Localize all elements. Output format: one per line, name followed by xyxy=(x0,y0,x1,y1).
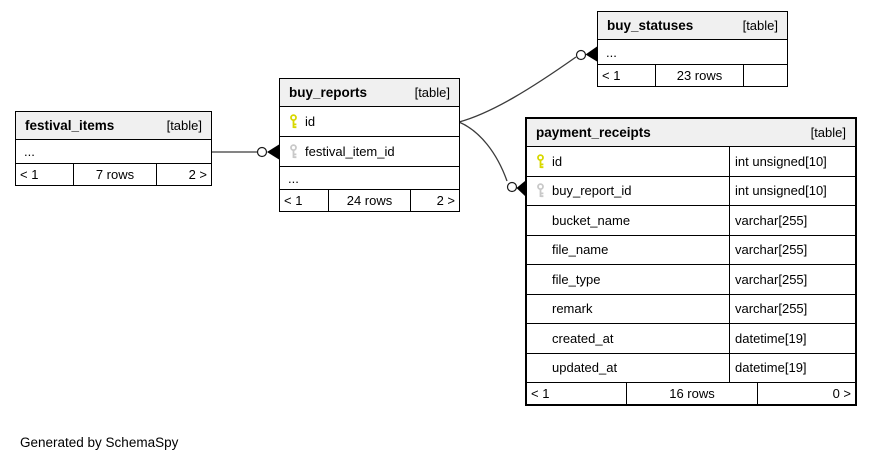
pager-next[interactable]: 2 > xyxy=(410,190,459,211)
pager-row-count: 7 rows xyxy=(95,167,135,182)
zero-cardinality-circle xyxy=(506,181,518,193)
pager-prev[interactable]: < 1 xyxy=(16,164,74,185)
ellipsis-label: ... xyxy=(606,44,617,60)
ellipsis-label: ... xyxy=(288,170,299,186)
column-type: datetime[19] xyxy=(729,353,855,382)
table-header[interactable]: festival_items [table] xyxy=(16,112,211,140)
column-name[interactable]: file_type xyxy=(552,271,601,287)
table-name[interactable]: payment_receipts xyxy=(536,125,651,140)
table-buy-reports[interactable]: buy_reports [table] id festival_item_id … xyxy=(279,78,460,212)
column-row-id[interactable]: id xyxy=(280,107,459,137)
column-name[interactable]: updated_at xyxy=(552,360,618,376)
table-header[interactable]: buy_reports [table] xyxy=(280,79,459,107)
pager-prev[interactable]: < 1 xyxy=(527,383,627,404)
pager-next[interactable]: 2 > xyxy=(156,164,211,185)
column-name[interactable]: id xyxy=(305,114,316,129)
table-pager: < 1 23 rows xyxy=(598,65,787,86)
table-festival-items[interactable]: festival_items [table] ... < 1 7 rows 2 … xyxy=(15,111,212,186)
table-name[interactable]: festival_items xyxy=(25,118,115,133)
column-type: datetime[19] xyxy=(729,324,855,353)
crow-foot-arrow xyxy=(516,181,525,196)
zero-cardinality-circle xyxy=(575,49,587,61)
table-payment-receipts[interactable]: payment_receipts [table] id int unsigned… xyxy=(525,117,857,406)
crow-foot-arrow xyxy=(267,144,279,160)
column-type: int unsigned[10] xyxy=(729,147,855,176)
column-type: int unsigned[10] xyxy=(729,176,855,205)
table-tag: [table] xyxy=(742,18,778,33)
table-tag: [table] xyxy=(414,85,450,100)
foreign-key-icon xyxy=(288,144,298,159)
zero-cardinality-circle xyxy=(256,146,268,158)
pager-prev[interactable]: < 1 xyxy=(280,190,329,211)
columns-ellipsis-row: ... xyxy=(16,140,211,164)
column-row-updated-at[interactable]: updated_at datetime[19] xyxy=(527,353,855,383)
pager-row-count: 24 rows xyxy=(346,193,393,208)
columns-ellipsis-row: ... xyxy=(280,167,459,190)
column-row-festival-item-id[interactable]: festival_item_id xyxy=(280,137,459,167)
column-row-id[interactable]: id int unsigned[10] xyxy=(527,147,855,177)
table-header[interactable]: buy_statuses [table] xyxy=(598,12,787,40)
relation-buy-reports-to-payment-receipts xyxy=(458,121,525,196)
table-pager: < 1 7 rows 2 > xyxy=(16,164,211,185)
table-name[interactable]: buy_statuses xyxy=(607,18,694,33)
column-type: varchar[255] xyxy=(729,265,855,294)
primary-key-icon xyxy=(535,153,545,169)
column-name[interactable]: created_at xyxy=(552,330,614,346)
table-header[interactable]: payment_receipts [table] xyxy=(527,119,855,147)
table-tag: [table] xyxy=(166,118,202,133)
ellipsis-label: ... xyxy=(24,144,35,159)
column-name[interactable]: festival_item_id xyxy=(305,144,395,159)
column-name[interactable]: bucket_name xyxy=(552,212,631,228)
table-pager: < 1 24 rows 2 > xyxy=(280,190,459,211)
table-pager: < 1 16 rows 0 > xyxy=(527,383,855,404)
column-row-created-at[interactable]: created_at datetime[19] xyxy=(527,324,855,354)
pager-next xyxy=(743,65,787,86)
column-row-file-type[interactable]: file_type varchar[255] xyxy=(527,265,855,295)
column-name[interactable]: remark xyxy=(552,301,593,317)
table-name[interactable]: buy_reports xyxy=(289,85,368,100)
crow-foot-arrow xyxy=(585,46,597,62)
column-type: varchar[255] xyxy=(729,206,855,235)
column-row-bucket-name[interactable]: bucket_name varchar[255] xyxy=(527,206,855,236)
relation-festival-items-to-buy-reports xyxy=(212,144,279,160)
primary-key-icon xyxy=(288,114,298,129)
column-name[interactable]: file_name xyxy=(552,242,609,258)
relation-buy-reports-to-buy-statuses xyxy=(458,46,597,123)
column-name[interactable]: id xyxy=(552,153,563,169)
foreign-key-icon xyxy=(535,183,545,198)
column-row-remark[interactable]: remark varchar[255] xyxy=(527,294,855,324)
pager-prev[interactable]: < 1 xyxy=(598,65,656,86)
column-row-file-name[interactable]: file_name varchar[255] xyxy=(527,235,855,265)
column-type: varchar[255] xyxy=(729,235,855,264)
pager-next[interactable]: 0 > xyxy=(757,383,855,404)
table-buy-statuses[interactable]: buy_statuses [table] ... < 1 23 rows xyxy=(597,11,788,87)
column-name[interactable]: buy_report_id xyxy=(552,183,632,199)
column-type: varchar[255] xyxy=(729,294,855,323)
generated-by-note: Generated by SchemaSpy xyxy=(20,435,179,450)
table-tag: [table] xyxy=(810,125,846,140)
columns-ellipsis-row: ... xyxy=(598,40,787,65)
column-row-buy-report-id[interactable]: buy_report_id int unsigned[10] xyxy=(527,176,855,206)
pager-row-count: 16 rows xyxy=(669,386,715,401)
pager-row-count: 23 rows xyxy=(676,68,723,83)
